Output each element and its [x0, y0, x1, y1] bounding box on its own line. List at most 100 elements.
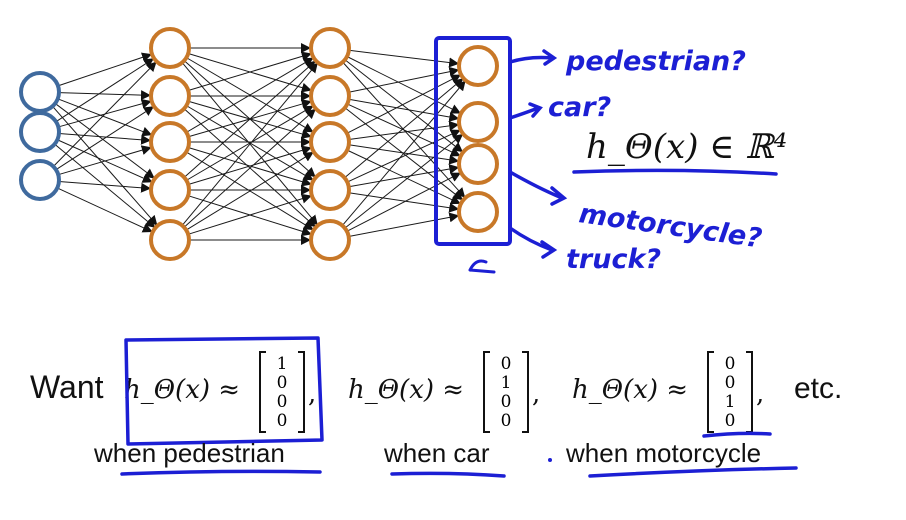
hypothesis-expression: h_Θ(x) ∈ ℝ⁴	[586, 127, 787, 167]
arrow-car	[508, 102, 543, 120]
network-edge	[348, 98, 460, 122]
network-edge	[347, 129, 461, 183]
comma-3: ,	[756, 379, 764, 409]
pen-curl-mark	[468, 259, 496, 274]
network-edge	[58, 180, 152, 193]
output-arrows	[508, 49, 568, 259]
vector-1-entry-4: 0	[277, 411, 288, 431]
hidden-node	[309, 169, 351, 211]
underline-2	[390, 471, 506, 478]
comma-2: ,	[532, 379, 540, 409]
input-node	[19, 71, 61, 113]
network-edge	[57, 139, 153, 183]
network-edge	[348, 144, 460, 165]
when-label-1: when pedestrian	[93, 438, 285, 468]
network-edge	[346, 74, 462, 134]
vector-2: 0 1 0 0	[483, 351, 529, 433]
vector-3-entry-1: 0	[725, 354, 736, 374]
network-edge	[348, 66, 460, 93]
pen-highlight-box	[124, 336, 324, 446]
network-edge	[186, 105, 314, 181]
input-node	[19, 111, 61, 153]
label-pedestrian: pedestrian?	[565, 46, 746, 77]
network-edge	[344, 78, 464, 179]
vector-2-entry-1: 0	[501, 354, 512, 374]
network-edge	[52, 61, 157, 167]
underline-1	[120, 469, 322, 476]
network-edge	[54, 103, 155, 179]
network-edge	[344, 59, 464, 153]
hidden-node	[149, 75, 191, 117]
network-edge	[188, 146, 312, 187]
vector-3-entry-3: 1	[725, 392, 736, 412]
network-edge	[187, 195, 312, 237]
vector-1: 1 0 0 0	[259, 351, 305, 433]
vector-1-entry-2: 0	[277, 373, 288, 393]
term-1-lhs: h_Θ(x) ≈	[124, 375, 240, 405]
vector-3-entry-4: 0	[725, 411, 736, 431]
network-edge	[58, 90, 152, 101]
arrow-pedestrian	[508, 49, 558, 66]
vector-3: 0 0 1 0	[707, 351, 753, 433]
term-3-lhs: h_Θ(x) ≈	[572, 375, 688, 405]
network-edge	[185, 151, 314, 231]
network-edge	[346, 149, 461, 205]
want-label: Want	[30, 369, 104, 405]
pen-dot	[548, 458, 552, 462]
vector-2-entry-4: 0	[501, 411, 512, 431]
output-node	[457, 143, 499, 185]
network-edge	[55, 58, 155, 123]
network-edge	[55, 106, 155, 171]
network-nodes	[19, 27, 499, 261]
underline-3-top	[702, 431, 772, 438]
network-edge	[188, 51, 312, 92]
vector-3-entry-2: 0	[725, 373, 736, 393]
hidden-node	[309, 219, 351, 261]
hidden-node	[309, 27, 351, 69]
output-layer-box	[434, 36, 512, 246]
network-edge	[341, 80, 466, 226]
hidden-node	[309, 75, 351, 117]
label-truck: truck?	[566, 244, 661, 275]
underline-3	[588, 466, 798, 478]
network-edge	[188, 145, 312, 186]
comma-1: ,	[308, 379, 316, 409]
network-edge	[57, 52, 153, 87]
network-edge	[58, 132, 152, 145]
vector-1-entry-3: 0	[277, 392, 288, 412]
arrow-truck	[508, 226, 558, 259]
network-edge	[181, 62, 318, 226]
network-edge	[348, 164, 460, 188]
vector-1-entry-1: 1	[277, 354, 288, 374]
hidden-node	[149, 219, 191, 261]
network-edge	[347, 103, 461, 157]
output-node	[457, 191, 499, 233]
network-edge	[348, 120, 460, 140]
when-underlines	[120, 431, 798, 478]
network-edge	[58, 145, 152, 176]
network-edge	[52, 105, 158, 226]
network-edge	[186, 57, 314, 133]
etc-label: etc.	[794, 372, 842, 405]
input-node	[19, 159, 61, 201]
network-edge	[183, 108, 316, 228]
hypothesis-underline	[572, 168, 778, 176]
network-edge	[188, 100, 312, 139]
network-edge	[188, 52, 312, 93]
vector-2-entry-3: 0	[501, 392, 512, 412]
output-node	[457, 45, 499, 87]
network-edge	[183, 60, 316, 178]
network-edge	[348, 192, 460, 213]
hidden-node	[149, 121, 191, 163]
output-node	[457, 101, 499, 143]
hidden-node	[149, 27, 191, 69]
network-edge	[348, 49, 460, 68]
hidden-node	[149, 169, 191, 211]
network-edge	[344, 133, 464, 229]
network-edge	[348, 212, 460, 237]
label-car: car?	[548, 92, 611, 123]
when-label-3: when motorcycle	[565, 438, 761, 468]
network-edge	[346, 56, 462, 114]
network-edges	[52, 43, 466, 245]
